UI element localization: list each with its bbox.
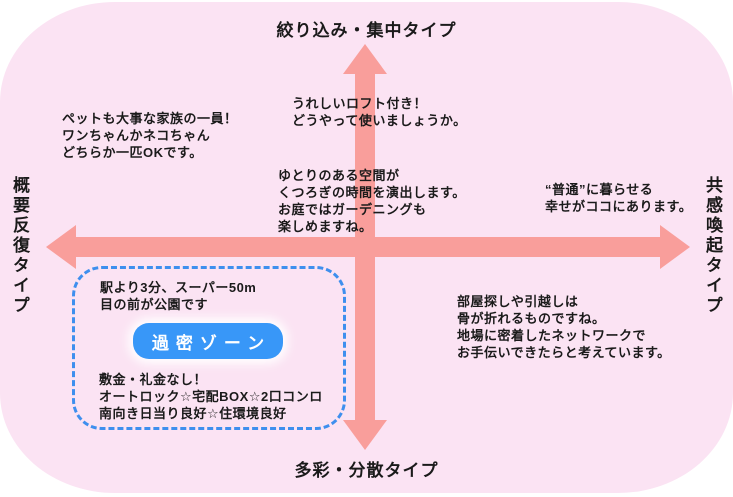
arrow-down-icon [343, 420, 387, 450]
arrow-up-icon [343, 44, 387, 74]
note-loft: うれしいロフト付き！ どうやって使いましょうか。 [292, 96, 467, 128]
axis-label-right: 共感喚起タイプ [703, 176, 722, 316]
axis-label-top: 絞り込み・集中タイプ [276, 21, 457, 40]
note-ordinary-happiness: “普通”に暮らせる 幸せがココにあります。 [545, 182, 693, 214]
axis-label-left: 概要反復タイプ [10, 176, 29, 316]
dense-zone-location-text: 駅より3分、スーパー50m 目の前が公園です [100, 280, 257, 312]
note-moving-support: 部屋探しや引越しは 骨が折れるものですね。 地場に密着したネットワークで お手伝… [457, 294, 671, 360]
note-pet-friendly: ペットも大事な家族の一員！ ワンちゃんかネコちゃん どちらか一匹OKです。 [62, 111, 238, 160]
axis-label-bottom: 多彩・分散タイプ [294, 461, 439, 480]
dense-zone-button[interactable]: 過密ゾーン [133, 323, 283, 359]
arrow-left-icon [46, 225, 76, 269]
dense-zone-box [72, 266, 346, 430]
dense-zone-features-text: 敷金・礼金なし！ オートロック☆宅配BOX☆2口コンロ 南向き日当り良好☆住環境… [99, 372, 323, 421]
arrow-right-icon [660, 225, 690, 269]
note-spacious-garden: ゆとりのある空間が くつろぎの時間を演出します。 お庭ではガーデニングも 楽しめ… [278, 168, 466, 234]
horizontal-axis-arrow [74, 237, 664, 257]
